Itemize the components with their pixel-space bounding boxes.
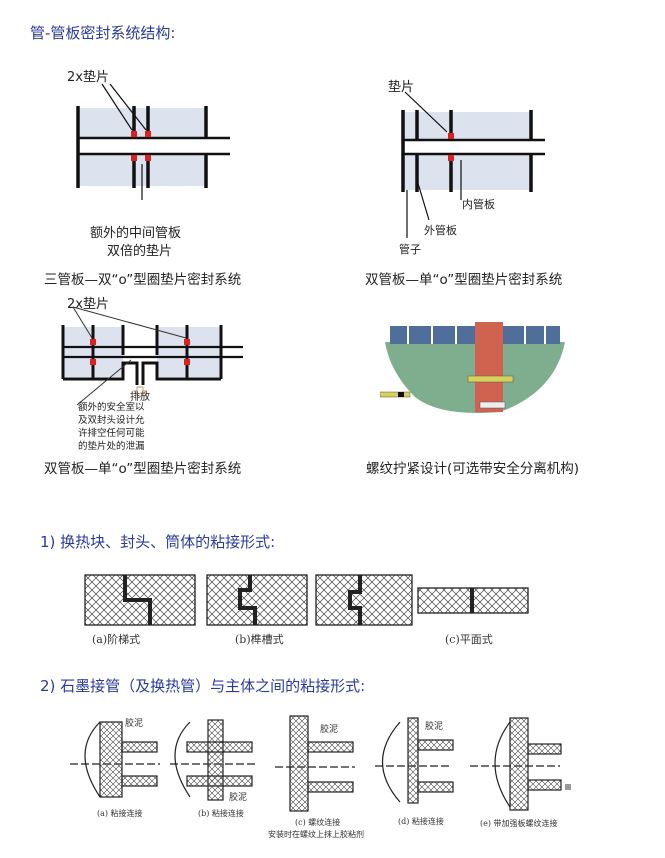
- fig3-caption: 双管板—单“o”型圈垫片密封系统: [44, 461, 242, 477]
- section2-label-a: (a) 粘接连接: [97, 809, 143, 818]
- glue-label-a: 胶泥: [125, 719, 144, 729]
- section2-note-c: 安装时在螺纹上抹上胶粘剂: [268, 830, 364, 839]
- fig3-note-line: 许排空任何可能: [78, 428, 145, 439]
- page-title: 管-管板密封系统结构:: [30, 24, 176, 42]
- section1-label-a: (a)阶梯式: [92, 633, 141, 646]
- section1-heading: 1) 换热块、封头、筒体的粘接形式:: [40, 533, 276, 551]
- glue-label-c: 胶泥: [320, 725, 339, 735]
- fig2-inner-plate-label: 内管板: [462, 198, 495, 211]
- section2-heading: 2) 石墨接管（及换热管）与主体之间的粘接形式:: [40, 677, 366, 695]
- section2-nozzle-diagrams: [70, 715, 571, 812]
- fig1-three-plate-diagram: [76, 83, 230, 200]
- fig3-note: 额外的安全室以 及双封头设计允 许排空任何可能 的垫片处的泄漏: [78, 401, 145, 453]
- glue-label-b: 胶泥: [229, 793, 248, 803]
- section2-label-c: (c) 螺纹连接: [295, 818, 341, 827]
- fig2-tube-label: 管子: [399, 243, 421, 256]
- fig2-double-plate-diagram: [401, 91, 545, 238]
- section2-label-b: (b) 粘接连接: [198, 809, 244, 818]
- fig4-caption: 螺纹拧紧设计(可选带安全分离机构): [366, 461, 580, 477]
- section2-label-e: (e) 带加强板螺纹连接: [480, 819, 558, 828]
- fig3-note-line: 及双封头设计允: [78, 415, 145, 426]
- fig1-note-2: 双倍的垫片: [107, 244, 173, 259]
- section1-label-c: (c)平面式: [445, 633, 493, 646]
- fig1-note-1: 额外的中间管板: [90, 226, 182, 241]
- fig2-outer-plate-label: 外管板: [424, 224, 457, 237]
- fig3-safety-chamber-diagram: [61, 306, 243, 406]
- fig1-gasket-label: 2x垫片: [67, 70, 109, 85]
- glue-label-d: 胶泥: [425, 722, 444, 732]
- section2-label-d: (d) 粘接连接: [398, 817, 444, 826]
- fig2-gasket-label: 垫片: [388, 80, 415, 95]
- fig3-drain-label: 排放: [130, 392, 150, 403]
- section1-joint-diagrams: [84, 574, 529, 626]
- fig1-caption: 三管板—双“o”型圈垫片密封系统: [44, 272, 242, 288]
- section1-label-b: (b)榫槽式: [235, 633, 284, 646]
- fig4-threaded-design-image: [380, 322, 565, 413]
- fig3-note-line: 的垫片处的泄漏: [78, 441, 145, 452]
- fig3-note-line: 额外的安全室以: [78, 402, 145, 413]
- fig2-caption: 双管板—单“o”型圈垫片密封系统: [365, 272, 563, 288]
